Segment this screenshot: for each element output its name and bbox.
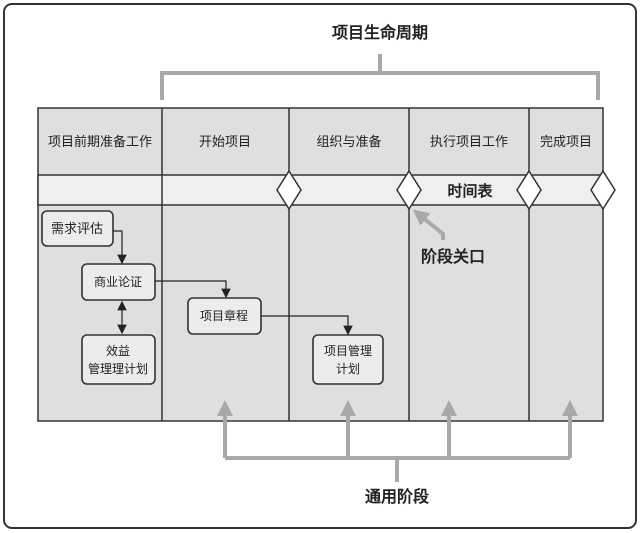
phase-gate-diamond	[276, 169, 302, 211]
generic-phase-arrows	[217, 400, 578, 482]
column-header: 完成项目	[540, 135, 592, 150]
box-label: 效益	[106, 343, 130, 358]
lifecycle-bracket	[160, 54, 600, 100]
phase-gate-label: 阶段关口	[421, 247, 485, 266]
box-label: 项目章程	[200, 308, 248, 323]
timeline-band	[37, 174, 604, 206]
column-header: 项目前期准备工作	[48, 134, 152, 150]
flow-arrow	[155, 280, 231, 299]
flow-arrow	[113, 230, 127, 265]
phase-gate-diamond	[516, 169, 542, 211]
column-header: 组织与准备	[316, 134, 381, 150]
phase-gate-diamond	[396, 169, 422, 211]
box-label: 管理理计划	[88, 361, 148, 376]
box-label: 项目管理	[324, 343, 372, 358]
pm-plan-box	[312, 334, 384, 385]
flow-arrow	[261, 315, 353, 336]
timeline-label: 时间表	[447, 182, 493, 200]
gate-pointer-arrow	[412, 209, 445, 240]
benefits-plan-box	[81, 334, 156, 385]
box-label: 需求评估	[51, 222, 103, 237]
generic-phases-label: 通用阶段	[365, 487, 430, 506]
phase-gate-diamond	[590, 169, 616, 211]
box-label: 商业论证	[94, 274, 142, 289]
column-header: 执行项目工作	[430, 135, 508, 150]
box-label: 计划	[336, 362, 360, 376]
needs-assessment-box	[41, 210, 114, 247]
lifecycle-title: 项目生命周期	[332, 23, 428, 42]
column-header: 开始项目	[199, 135, 251, 150]
